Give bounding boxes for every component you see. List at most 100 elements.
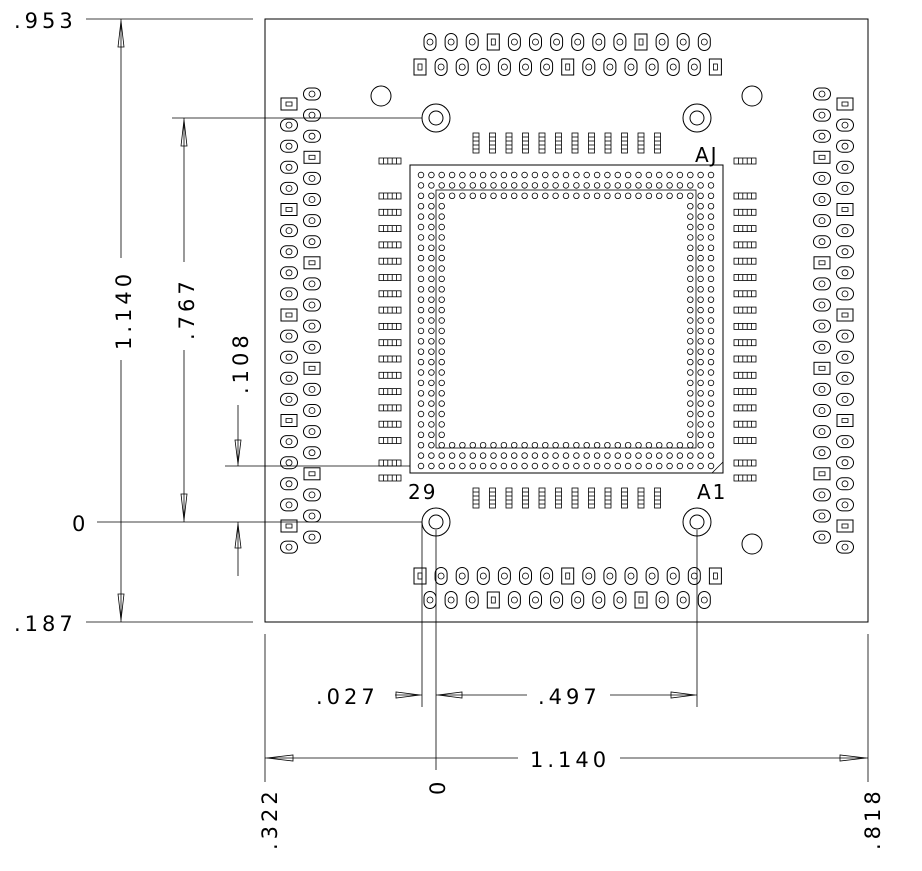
pga-pin (666, 442, 673, 449)
pad-hole (818, 385, 826, 393)
pad-hole (700, 596, 708, 604)
pga-pin (417, 431, 425, 438)
pad-hole (841, 163, 849, 171)
pga-pin (511, 182, 518, 189)
pad-hole (669, 572, 677, 580)
pga-pin (448, 182, 456, 189)
pad-hole (616, 596, 624, 604)
pad-hole (285, 290, 293, 298)
pga-pin (697, 171, 704, 179)
pad-hole (285, 269, 293, 277)
round-pad (444, 33, 458, 51)
socket-cavity (435, 189, 697, 449)
pga-pin (428, 369, 435, 376)
pga-pin (604, 452, 611, 459)
square-pad (486, 33, 500, 51)
round-pad (519, 58, 532, 76)
square-pad (303, 256, 321, 270)
smd-pad (654, 132, 661, 154)
pga-pin (438, 213, 445, 220)
round-pad (836, 435, 854, 449)
pga-pin (593, 192, 601, 199)
pga-pin (428, 442, 435, 449)
pga-pin (573, 442, 580, 449)
pad-hole (308, 196, 316, 203)
pad-hole (458, 63, 466, 71)
pad-hole (426, 596, 434, 604)
board-outline (264, 18, 869, 623)
pga-pin (624, 192, 632, 199)
dim-socket-offset-y: .108 (229, 331, 253, 394)
smd-pad (571, 132, 579, 154)
round-pad (280, 139, 298, 153)
pga-pin (428, 265, 435, 272)
pga-pin (438, 223, 445, 231)
pga-pin (697, 348, 704, 355)
round-pad (303, 404, 321, 417)
pga-pin (687, 410, 694, 418)
pga-pin (438, 369, 445, 376)
pga-pin (479, 442, 487, 449)
round-pad (813, 108, 831, 122)
pga-pin (428, 244, 435, 251)
round-pad (303, 298, 321, 312)
right-connector-pads (813, 87, 854, 554)
pga-pin (531, 192, 539, 199)
round-pad (550, 33, 564, 51)
round-pad (280, 266, 298, 280)
round-pad (836, 540, 854, 554)
pga-pin (624, 171, 632, 179)
pga-pin (542, 171, 549, 179)
pad-hole (841, 184, 849, 192)
pga-pin (428, 327, 435, 335)
top-connector-pads (413, 33, 722, 76)
round-pad (624, 567, 638, 585)
smd-pad (489, 487, 496, 509)
square-pad (836, 519, 854, 533)
pga-pin (687, 358, 694, 366)
square-pad (634, 591, 648, 609)
pga-pin (687, 369, 694, 376)
pga-pin (511, 171, 518, 179)
square-pad (280, 308, 298, 322)
round-pad (813, 277, 831, 291)
pga-pin (521, 182, 528, 189)
round-pad (836, 287, 854, 301)
pga-pin (707, 379, 715, 387)
smd-pad (378, 437, 402, 444)
pga-pin (687, 452, 694, 459)
pga-pin (417, 400, 425, 407)
pga-pin (500, 182, 508, 189)
pga-pin (614, 462, 621, 470)
round-pad (582, 567, 596, 585)
round-pad (455, 567, 469, 585)
pga-pin (417, 265, 425, 272)
pga-pin (687, 223, 694, 231)
pad-hole (285, 523, 293, 529)
pga-pin (676, 171, 684, 179)
pga-pin (687, 213, 694, 220)
arrow-width-right (839, 754, 867, 762)
round-pad (813, 193, 831, 206)
bottom-connector-pads (413, 567, 722, 609)
pga-pin (417, 223, 425, 231)
pga-pin (604, 462, 611, 470)
square-pad (708, 58, 722, 76)
pad-hole (818, 217, 826, 225)
pga-pin (542, 452, 549, 459)
round-pad (280, 350, 298, 364)
round-pad (813, 509, 831, 523)
pad-hole (308, 428, 316, 436)
pga-pin (438, 265, 445, 272)
arrow-hole-y-top (180, 119, 188, 147)
mounting-hole-top-right (682, 103, 712, 133)
pga-pin (500, 442, 508, 449)
smd-pad (733, 274, 757, 281)
round-pad (303, 382, 321, 396)
pga-pin (707, 202, 715, 210)
pga-pin (562, 452, 570, 459)
pad-hole (606, 572, 614, 580)
round-pad (592, 591, 606, 609)
pga-pin (417, 348, 425, 355)
pga-pin (707, 182, 715, 189)
